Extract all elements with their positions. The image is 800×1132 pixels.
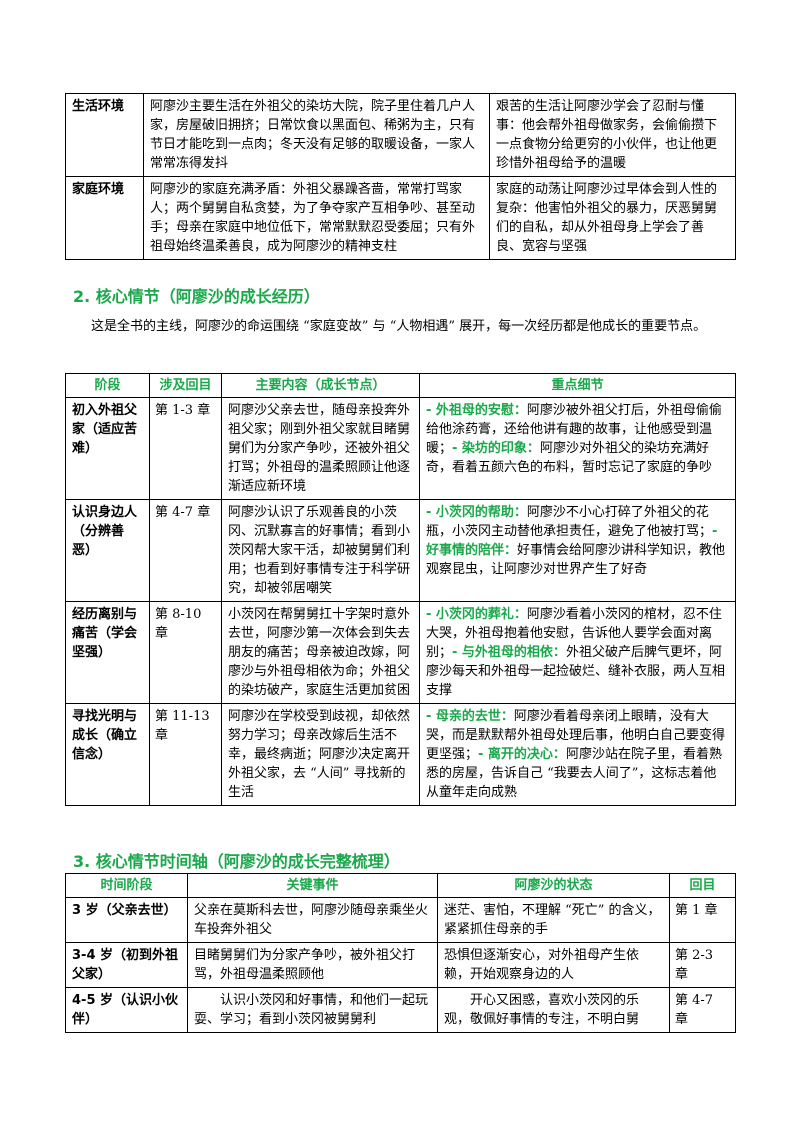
column-header: 阶段 <box>65 373 150 398</box>
column-header: 阿廖沙的状态 <box>437 873 670 898</box>
time-event: 认识小茨冈和好事情，和他们一起玩耍、学习；看到小茨冈被舅舅利 <box>187 987 438 1033</box>
stage-detail: - 母亲的去世：阿廖沙看着母亲闭上眼睛，没有大哭，而是默默帮外祖母处理后事，他明… <box>419 703 736 806</box>
table-row: 生活环境 阿廖沙主要生活在外祖父的染坊大院，院子里住着几户人家，房屋破旧拥挤；日… <box>65 93 736 177</box>
stage-detail: - 外祖母的安慰：阿廖沙被外祖父打后，外祖母偷偷给他涂药膏，还给他讲有趣的故事，… <box>419 397 736 500</box>
stage-chapter: 第 8-10 章 <box>149 601 222 704</box>
table-header-row: 阶段 涉及回目 主要内容（成长节点） 重点细节 <box>65 373 736 398</box>
growth-stage-table: 阶段 涉及回目 主要内容（成长节点） 重点细节 初入外祖父家（适应苦难） 第 1… <box>65 373 736 806</box>
column-header: 涉及回目 <box>149 373 222 398</box>
time-chapter: 第 1 章 <box>669 897 736 943</box>
detail-label: - 染坊的印象： <box>452 441 540 456</box>
detail-label: - 小茨冈的帮助： <box>426 505 527 520</box>
environment-table: 生活环境 阿廖沙主要生活在外祖父的染坊大院，院子里住着几户人家，房屋破旧拥挤；日… <box>65 93 736 260</box>
stage-detail: - 小茨冈的帮助：阿廖沙不小心打碎了外祖父的花瓶，小茨冈主动替他承担责任，避免了… <box>419 499 736 602</box>
column-header: 回目 <box>669 873 736 898</box>
stage-chapter: 第 4-7 章 <box>149 499 222 602</box>
column-header: 关键事件 <box>187 873 438 898</box>
table-row: 3 岁（父亲去世） 父亲在莫斯科去世，阿廖沙随母亲乘坐火车投奔外祖父 迷茫、害怕… <box>65 897 736 943</box>
column-header: 时间阶段 <box>65 873 188 898</box>
column-header: 主要内容（成长节点） <box>221 373 420 398</box>
timeline-table: 时间阶段 关键事件 阿廖沙的状态 回目 3 岁（父亲去世） 父亲在莫斯科去世，阿… <box>65 873 736 1033</box>
detail-text: 好事情会给阿廖沙讲科学知识，教他观察昆虫，让阿廖沙对世界产生了好奇 <box>426 543 726 577</box>
env-label: 家庭环境 <box>65 176 144 260</box>
detail-label: - 母亲的去世： <box>426 709 514 724</box>
time-period: 4-5 岁（认识小伙伴） <box>65 987 188 1033</box>
stage-name: 初入外祖父家（适应苦难） <box>65 397 150 500</box>
detail-text: 阿廖沙被外祖父打后，外祖母偷偷给他涂药膏，还给他讲有趣的故事，让他感受到温暖； <box>426 403 722 456</box>
detail-label: - 小茨冈的葬礼： <box>426 607 527 622</box>
stage-chapter: 第 11-13 章 <box>149 703 222 806</box>
table-header-row: 时间阶段 关键事件 阿廖沙的状态 回目 <box>65 873 736 898</box>
stage-name: 认识身边人（分辨善恶） <box>65 499 150 602</box>
column-header: 重点细节 <box>419 373 736 398</box>
detail-text: 阿廖沙对外祖父的染坊充满好奇，看着五颜六色的布料，暂时忘记了家庭的争吵 <box>426 441 713 475</box>
time-state: 开心又困惑，喜欢小茨冈的乐观，敬佩好事情的专注，不明白舅 <box>437 987 670 1033</box>
section-heading-timeline: 3. 核心情节时间轴（阿廖沙的成长完整梳理） <box>73 852 400 871</box>
env-effect: 艰苦的生活让阿廖沙学会了忍耐与懂事：他会帮外祖母做家务，会偷偷攒下一点食物分给更… <box>489 93 736 177</box>
time-state: 迷茫、害怕，不理解 “死亡” 的含义，紧紧抓住母亲的手 <box>437 897 670 943</box>
table-row: 3-4 岁（初到外祖父家） 目睹舅舅们为分家产争吵，被外祖父打骂，外祖母温柔照顾… <box>65 942 736 988</box>
stage-content: 阿廖沙父亲去世，随母亲投奔外祖父家；刚到外祖父家就目睹舅舅们为分家产争吵，还被外… <box>221 397 420 500</box>
env-label: 生活环境 <box>65 93 144 177</box>
detail-text: 阿廖沙站在院子里，看着熟悉的房屋，告诉自己 “我要去人间了”，这标志着他从童年走… <box>426 747 722 800</box>
env-effect: 家庭的动荡让阿廖沙过早体会到人性的复杂：他害怕外祖父的暴力，厌恶舅舅们的自私，却… <box>489 176 736 260</box>
stage-content: 阿廖沙认识了乐观善良的小茨冈、沉默寡言的好事情；看到小茨冈帮大家干活，却被舅舅们… <box>221 499 420 602</box>
time-period: 3 岁（父亲去世） <box>65 897 188 943</box>
detail-label: - 好事情的陪伴： <box>426 524 718 558</box>
table-row: 认识身边人（分辨善恶） 第 4-7 章 阿廖沙认识了乐观善良的小茨冈、沉默寡言的… <box>65 499 736 602</box>
table-row: 经历离别与痛苦（学会坚强） 第 8-10 章 小茨冈在帮舅舅扛十字架时意外去世，… <box>65 601 736 704</box>
stage-content: 阿廖沙在学校受到歧视，却依然努力学习；母亲改嫁后生活不幸，最终病逝；阿廖沙决定离… <box>221 703 420 806</box>
detail-text: 外祖父破产后脾气更坏，阿廖沙每天和外祖母一起捡破烂、缝补衣服，两人互相支撑 <box>426 645 726 698</box>
stage-content: 小茨冈在帮舅舅扛十字架时意外去世，阿廖沙第一次体会到失去朋友的痛苦；母亲被迫改嫁… <box>221 601 420 704</box>
time-event: 目睹舅舅们为分家产争吵，被外祖父打骂，外祖母温柔照顾他 <box>187 942 438 988</box>
section-heading-plot: 2. 核心情节（阿廖沙的成长经历） <box>73 287 320 306</box>
detail-text: 阿廖沙看着母亲闭上眼睛，没有大哭，而是默默帮外祖母处理后事，他明白自己要变得更坚… <box>426 709 726 762</box>
env-content: 阿廖沙的家庭充满矛盾：外祖父暴躁吝啬，常常打骂家人；两个舅舅自私贪婪，为了争夺家… <box>143 176 490 260</box>
detail-text: 阿廖沙看着小茨冈的棺材，忍不住大哭，外祖母抱着他安慰，告诉他人要学会面对离别； <box>426 607 722 660</box>
table-row: 4-5 岁（认识小伙伴） 认识小茨冈和好事情，和他们一起玩耍、学习；看到小茨冈被… <box>65 987 736 1033</box>
detail-label: - 离开的决心： <box>478 747 566 762</box>
time-period: 3-4 岁（初到外祖父家） <box>65 942 188 988</box>
time-chapter: 第 4-7 章 <box>669 987 736 1033</box>
stage-chapter: 第 1-3 章 <box>149 397 222 500</box>
detail-text: 阿廖沙不小心打碎了外祖父的花瓶，小茨冈主动替他承担责任，避免了他被打骂； <box>426 505 713 539</box>
table-row: 家庭环境 阿廖沙的家庭充满矛盾：外祖父暴躁吝啬，常常打骂家人；两个舅舅自私贪婪，… <box>65 176 736 260</box>
time-state: 恐惧但逐渐安心，对外祖母产生依赖，开始观察身边的人 <box>437 942 670 988</box>
section-intro: 这是全书的主线，阿廖沙的命运围绕 “家庭变故” 与 “人物相遇” 展开，每一次经… <box>91 319 707 334</box>
stage-name: 寻找光明与成长（确立信念） <box>65 703 150 806</box>
stage-name: 经历离别与痛苦（学会坚强） <box>65 601 150 704</box>
table-row: 寻找光明与成长（确立信念） 第 11-13 章 阿廖沙在学校受到歧视，却依然努力… <box>65 703 736 806</box>
env-content: 阿廖沙主要生活在外祖父的染坊大院，院子里住着几户人家，房屋破旧拥挤；日常饮食以黑… <box>143 93 490 177</box>
time-chapter: 第 2-3 章 <box>669 942 736 988</box>
stage-detail: - 小茨冈的葬礼：阿廖沙看着小茨冈的棺材，忍不住大哭，外祖母抱着他安慰，告诉他人… <box>419 601 736 704</box>
table-row: 初入外祖父家（适应苦难） 第 1-3 章 阿廖沙父亲去世，随母亲投奔外祖父家；刚… <box>65 397 736 500</box>
time-event: 父亲在莫斯科去世，阿廖沙随母亲乘坐火车投奔外祖父 <box>187 897 438 943</box>
detail-label: - 外祖母的安慰： <box>426 403 527 418</box>
detail-label: - 与外祖母的相依： <box>452 645 566 660</box>
